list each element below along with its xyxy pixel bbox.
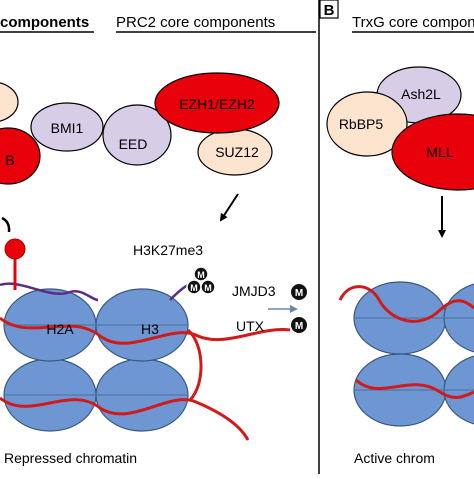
prc2-to-mark-arrow bbox=[219, 193, 239, 222]
jmjd3-methyl-badge bbox=[291, 284, 307, 300]
h3-label: H3 bbox=[141, 321, 159, 337]
ubiquitin-mark bbox=[4, 238, 26, 260]
active-dna-strand-upper bbox=[338, 285, 474, 323]
ezh-subunit bbox=[154, 72, 280, 134]
dna-strand-link bbox=[186, 328, 203, 402]
h2a-label: H2A bbox=[46, 321, 74, 337]
prc1-peach-subunit bbox=[0, 82, 19, 122]
heading-prc2: PRC2 core components bbox=[116, 14, 275, 31]
suz12-label: SUZ12 bbox=[215, 144, 259, 160]
heading-trxg: TrxG core compon bbox=[352, 14, 474, 31]
methyl-badge-3-label: M bbox=[204, 283, 212, 293]
utx-label: UTX bbox=[236, 318, 265, 334]
methyl-badge-3 bbox=[200, 279, 216, 295]
utx-methyl-badge-label: M bbox=[295, 321, 303, 332]
dna-strand-lower bbox=[0, 396, 250, 441]
utx-methyl-badge bbox=[291, 317, 307, 333]
methyl-badge-2-label: M bbox=[190, 283, 198, 293]
methyl-badge-1-label: M bbox=[197, 270, 205, 280]
mll-label: MLL bbox=[426, 144, 453, 160]
mll-subunit bbox=[391, 113, 474, 191]
active-dna-strand-lower bbox=[354, 378, 474, 399]
heading-prc1: components bbox=[0, 14, 89, 31]
eed-label: EED bbox=[119, 136, 148, 152]
ezh-label: EZH1/EZH2 bbox=[179, 96, 255, 112]
prc1-red-label: B bbox=[5, 152, 14, 168]
rbbp5-label: RbBP5 bbox=[339, 116, 384, 132]
bmi1-subunit bbox=[30, 102, 104, 152]
rbbp5-subunit bbox=[326, 91, 408, 157]
bmi1-label: BMI1 bbox=[51, 120, 84, 136]
caption-repressed: Repressed chromatin bbox=[4, 450, 137, 466]
panel-b-label: B bbox=[324, 2, 335, 19]
prc1-to-chromatin-arrow bbox=[1, 216, 11, 233]
histone-tail-h2a bbox=[0, 282, 99, 302]
methyl-badge-1 bbox=[193, 266, 209, 282]
dna-strand-upper bbox=[0, 316, 291, 345]
jmjd3-label: JMJD3 bbox=[232, 283, 276, 299]
h3k27me3-label: H3K27me3 bbox=[133, 242, 203, 258]
prc1-red-subunit bbox=[0, 127, 41, 185]
ash2l-label: Ash2L bbox=[401, 86, 441, 102]
eed-subunit bbox=[102, 104, 172, 166]
jmjd3-methyl-badge-label: M bbox=[295, 288, 303, 299]
caption-active: Active chrom bbox=[354, 450, 435, 466]
panel-b-box bbox=[319, 0, 339, 19]
